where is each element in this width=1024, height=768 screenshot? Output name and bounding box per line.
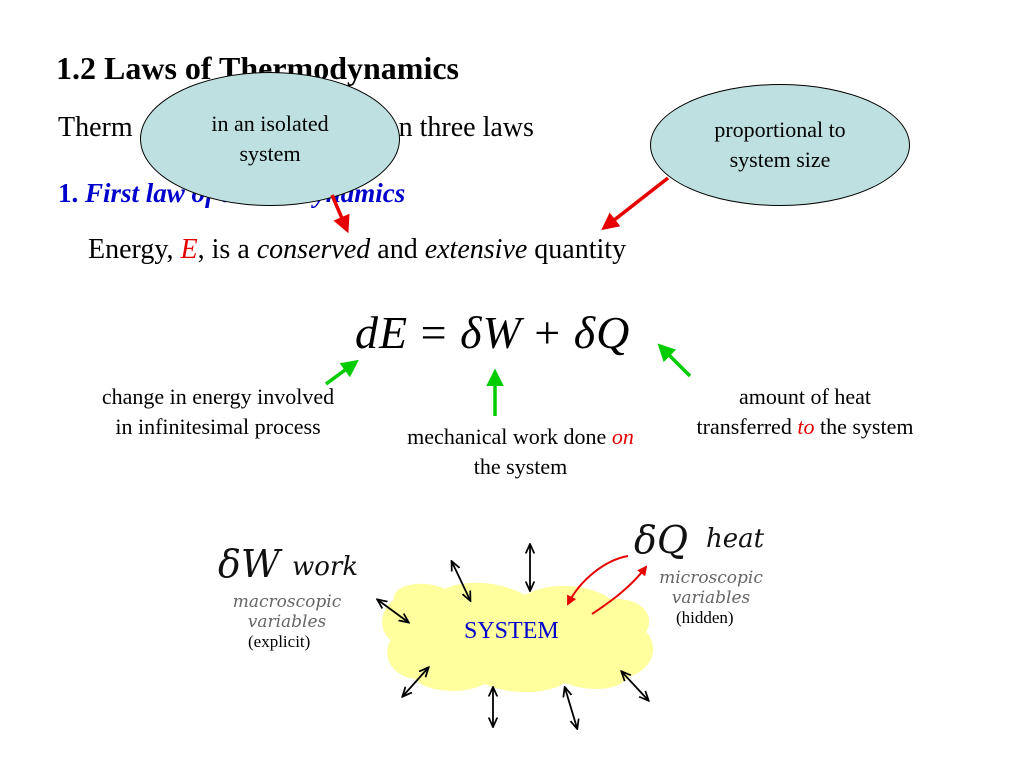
energy-statement: Energy, E, is a conserved and extensive … [88, 234, 626, 266]
eq-equals: = [420, 307, 448, 358]
heat-green-arrow [657, 343, 692, 378]
variables-left-word: variables [247, 612, 327, 632]
dw-symbol: δW [218, 542, 280, 586]
isolated-system-text: in an isolated system [211, 111, 329, 166]
isolated-system-bubble: in an isolated system [140, 72, 400, 206]
work-arrow-7 [622, 672, 648, 700]
first-law-equation: dE = δW + δQ [355, 306, 630, 359]
heat-label-b: the system [814, 414, 914, 439]
energy-symbol: E [180, 234, 198, 265]
eq-lhs: dE [355, 307, 409, 358]
hidden-text: (hidden) [676, 608, 734, 627]
work-arrow-6 [565, 688, 577, 728]
heat-label: amount of heat transferred to the system [690, 382, 920, 442]
explicit-text: (explicit) [248, 632, 311, 651]
isolated-arrow [330, 194, 350, 234]
proportional-arrow [601, 176, 670, 231]
work-arrow-4 [403, 668, 428, 696]
conserved-word: conserved [256, 234, 371, 265]
quantity-word: quantity [527, 234, 627, 265]
energy-is-a: , is a [197, 234, 257, 265]
and-word: and [370, 234, 425, 265]
work-arrow-3 [378, 600, 408, 622]
heat-arrow-out [591, 565, 648, 615]
extensive-word: extensive [424, 234, 528, 265]
work-label-b: the system [473, 454, 568, 479]
change-label: change in energy involved in infinitesim… [101, 384, 335, 439]
intro-text: Therm d on three laws [58, 112, 534, 143]
change-green-arrow [324, 359, 359, 386]
heat-word: heat [706, 524, 765, 554]
dq-symbol: δQ [634, 518, 689, 562]
work-label-on: on [611, 424, 634, 449]
eq-work: δW [460, 307, 522, 358]
work-arrow-2 [452, 562, 470, 600]
proportional-bubble: proportional to system size [650, 84, 910, 206]
system-label: SYSTEM [464, 618, 559, 644]
microscopic-word: microscopic [659, 568, 763, 588]
microscopic-text: microscopic variables [648, 568, 774, 608]
macroscopic-text: macroscopic variables [222, 592, 352, 632]
variables-right-word: variables [671, 588, 751, 608]
energy-word: Energy, [88, 234, 181, 265]
eq-plus: + [534, 307, 562, 358]
heat-arrow-in [567, 555, 629, 606]
work-word: work [292, 552, 359, 582]
heat-label-a: amount of heat transferred [696, 384, 871, 439]
macroscopic-word: macroscopic [232, 592, 342, 612]
work-label: mechanical work done on the system [398, 422, 643, 482]
proportional-text: proportional to system size [714, 117, 846, 172]
work-label-a: mechanical work done [407, 424, 612, 449]
eq-heat: δQ [573, 307, 631, 358]
first-law-number: 1. [58, 178, 79, 208]
heat-label-to: to [797, 414, 815, 439]
